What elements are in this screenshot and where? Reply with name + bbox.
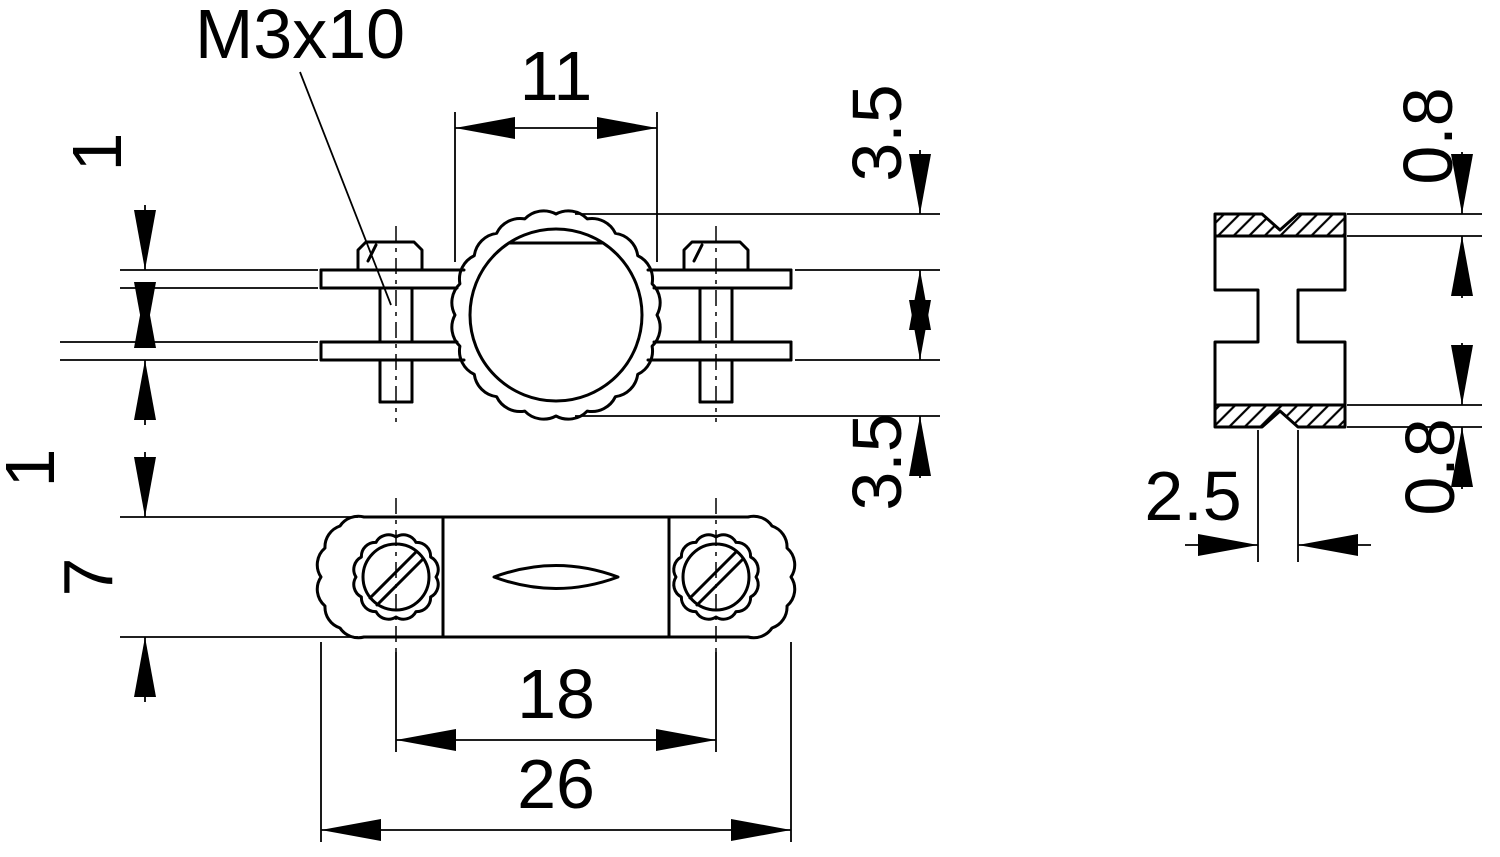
screw-left-head — [356, 240, 424, 272]
top-view-body — [315, 514, 797, 640]
front-view — [319, 209, 793, 422]
dim-18 — [395, 652, 717, 752]
dim-0-8-top — [1347, 152, 1482, 298]
dim-0-8-top-label: 0.8 — [1389, 87, 1467, 184]
dim-1-lower — [60, 282, 318, 425]
labels: M3x10 11 3.5 3.5 1 1 7 18 26 0.8 0.8 2.5 — [0, 0, 1469, 823]
side-profile-outline — [1213, 212, 1347, 429]
dim-7-label: 7 — [49, 558, 127, 597]
screw-right-slot — [692, 243, 704, 263]
clamp-strap-lower — [319, 340, 793, 362]
screw-right — [682, 240, 750, 404]
dim-0-8-bottom — [1347, 343, 1482, 489]
clamp-strap-upper — [319, 268, 793, 290]
center-slot-lens — [492, 564, 620, 590]
dim-11-label: 11 — [520, 37, 593, 115]
dim-0-8-bottom-label: 0.8 — [1391, 418, 1469, 515]
screw-left — [356, 240, 424, 404]
dim-26-label: 26 — [517, 745, 595, 823]
screw-right-head — [682, 240, 750, 272]
ring-outer-knurled — [450, 209, 662, 421]
screw-head-right-top — [672, 533, 760, 621]
dim-3-5-bottom-label: 3.5 — [838, 413, 916, 510]
top-view — [315, 498, 797, 658]
dim-3-5-top-label: 3.5 — [838, 84, 916, 181]
label-screw-spec: M3x10 — [195, 0, 405, 73]
ring-inner-hole — [468, 227, 644, 403]
dim-7 — [120, 452, 358, 702]
dim-1-upper-label: 1 — [58, 133, 136, 172]
dim-1-lower-label: 1 — [0, 449, 69, 488]
dim-2-5 — [1185, 430, 1371, 562]
screw-head-left-top — [352, 533, 440, 621]
dim-3-5-bottom — [575, 298, 940, 478]
dimensions — [60, 71, 1482, 842]
screw-spec-leader-line — [299, 71, 392, 306]
dim-26 — [320, 642, 792, 842]
dim-18-label: 18 — [517, 655, 595, 733]
dim-11 — [454, 112, 658, 262]
dim-2-5-label: 2.5 — [1144, 457, 1241, 535]
screw-left-slot-top — [368, 550, 418, 600]
screw-right-slot-top — [688, 550, 738, 600]
screw-left-slot — [366, 243, 378, 263]
side-view — [1213, 212, 1347, 429]
